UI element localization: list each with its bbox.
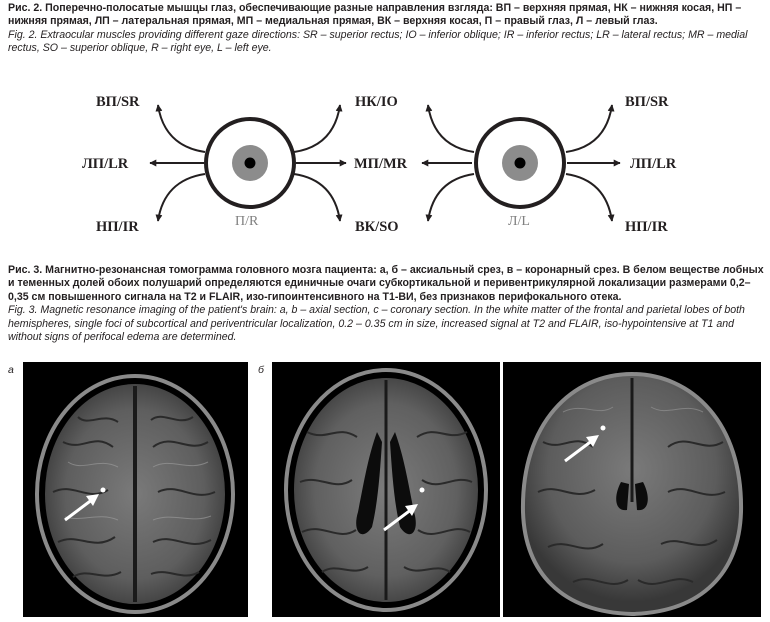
label-left-ir: НП/IR xyxy=(96,219,139,235)
left-eye-pupil xyxy=(514,157,526,169)
mri-panel-c xyxy=(503,362,761,617)
right-eye-pupil xyxy=(244,157,256,169)
mri-panel-b xyxy=(272,362,500,617)
label-left-eye: Л/L xyxy=(508,214,530,229)
arrow-left-eye-sr xyxy=(565,104,615,153)
figure3-caption-ru: Рис. 3. Магнитно-резонансная томограмма … xyxy=(8,264,764,304)
label-center-io: НК/IO xyxy=(355,94,398,110)
figure3-label: Рис. 3. xyxy=(8,264,43,276)
figure3-caption-en: Fig. 3. Magnetic resonance imaging of th… xyxy=(8,304,745,344)
left-eye xyxy=(474,117,566,209)
label-right-sr: ВП/SR xyxy=(625,94,669,110)
label-right-eye: П/R xyxy=(235,214,259,229)
arrow-right-eye-ir xyxy=(155,173,206,222)
coronal-ventricles xyxy=(616,482,648,511)
arrow-icon-a xyxy=(64,494,99,522)
label-center-mr: МП/MR xyxy=(354,156,408,172)
panel-letter-b: б xyxy=(258,364,264,376)
label-left-lr: ЛП/LR xyxy=(82,156,129,172)
figure3-caption-ru-text: Магнитно-резонансная томограмма головног… xyxy=(8,264,764,303)
label-left-sr: ВП/SR xyxy=(96,94,140,110)
arrow-right-eye-sr xyxy=(155,104,206,153)
right-eye xyxy=(204,117,296,209)
extraocular-muscle-diagram: ВП/SR ЛП/LR НП/IR НК/IO МП/MR ВК/SO ВП/S… xyxy=(82,94,677,235)
arrow-right-eye-io xyxy=(293,104,343,153)
lateral-ventricles xyxy=(356,432,416,535)
label-center-so: ВК/SO xyxy=(355,219,399,235)
figure2-caption-en: Fig. 2. Extraocular muscles providing di… xyxy=(8,28,748,55)
figure2-caption-ru: Рис. 2. Поперечно-полосатые мышцы глаз, … xyxy=(8,2,764,29)
mri-axial-image-a xyxy=(35,374,235,614)
panel-letter-a: а xyxy=(8,364,14,376)
lesion-marker-b xyxy=(419,487,425,493)
figure3-caption: Рис. 3. Магнитно-резонансная томограмма … xyxy=(8,264,764,344)
lesion-marker-c xyxy=(600,425,606,431)
figure2-caption: Рис. 2. Поперечно-полосатые мышцы глаз, … xyxy=(8,2,764,56)
lesion-marker-a xyxy=(100,487,106,493)
arrow-left-eye-ir xyxy=(565,173,615,222)
mri-panel-a xyxy=(23,362,248,617)
mri-coronal-image-c xyxy=(520,371,744,617)
figure2-caption-ru-text: Поперечно-полосатые мышцы глаз, обеспечи… xyxy=(8,2,742,28)
arrow-icon-c xyxy=(564,435,599,463)
arrow-left-eye-so xyxy=(425,173,475,222)
arrow-icon-b xyxy=(383,504,418,532)
arrow-left-eye-io xyxy=(425,104,475,153)
label-right-ir: НП/IR xyxy=(625,219,668,235)
arrow-right-eye-so xyxy=(293,173,343,222)
mri-axial-image-b xyxy=(284,368,488,612)
figure2-label: Рис. 2. xyxy=(8,2,43,14)
label-right-lr: ЛП/LR xyxy=(630,156,677,172)
